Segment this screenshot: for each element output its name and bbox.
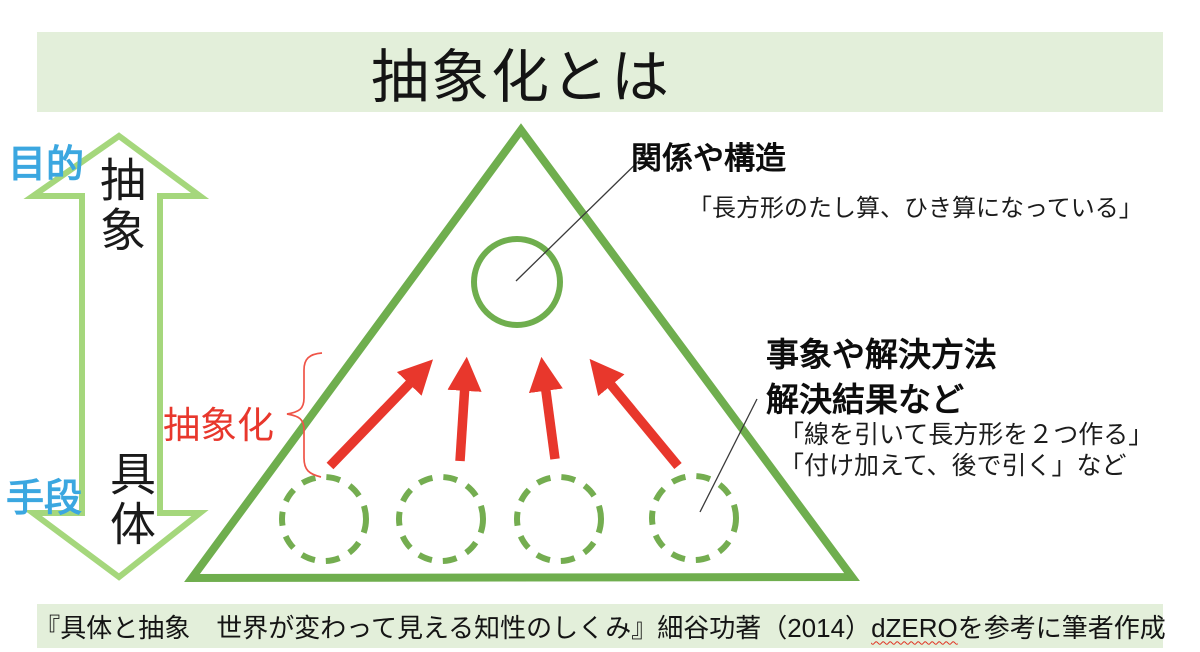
credit-publisher: dZERO: [871, 612, 958, 643]
concrete-circle-3: [514, 474, 604, 564]
callout-top-heading: 関係や構造: [631, 141, 786, 176]
callout-right-heading: 事象や解決方法 解決結果など: [766, 332, 997, 422]
credit-text: 『具体と抽象 世界が変わって見える知性のしくみ』細谷功著（2014）dZEROを…: [34, 608, 1166, 645]
callout-top-quote: 「長方形のたし算、ひき算になっている」: [688, 195, 1143, 222]
purpose-label: 目的: [8, 144, 85, 186]
credit-suffix: を参考に筆者作成: [957, 612, 1166, 643]
credit-prefix: 『具体と抽象 世界が変わって見える知性のしくみ』細谷功著（2014）: [34, 612, 872, 643]
callout-right-heading-line2: 解決結果など: [766, 381, 964, 418]
callout-right-quote-line2: 「付け加えて、後で引く」など: [779, 452, 1127, 480]
callout-line-top: [515, 150, 650, 282]
callout-right-heading-line1: 事象や解決方法: [766, 336, 997, 373]
means-label: 手段: [6, 478, 83, 520]
abstraction-arrow-4: [589, 358, 682, 470]
abstraction-arrow-2: [447, 356, 482, 462]
updown-axis-arrow-shape: [23, 132, 210, 581]
callout-right-quote: 「線を引いて長方形を２つ作る」 「付け加えて、後で引く」など: [779, 420, 1153, 482]
abstraction-arrow-3: [528, 356, 563, 460]
title-banner: [37, 32, 1163, 112]
relation-circle: [471, 236, 563, 328]
callout-line-right: [699, 398, 758, 513]
abstract-label: 抽象: [94, 156, 146, 256]
concrete-label: 具体: [104, 450, 156, 550]
abstraction-brace: [286, 352, 323, 478]
concrete-circle-1: [279, 474, 369, 564]
callout-right-quote-line1: 「線を引いて長方形を２つ作る」: [779, 421, 1154, 449]
triangle-shape: [184, 123, 860, 583]
abstraction-arrow-1: [326, 359, 434, 470]
credit-banner: 『具体と抽象 世界が変わって見える知性のしくみ』細谷功著（2014）dZEROを…: [34, 604, 1166, 648]
concrete-circle-4: [649, 473, 739, 563]
concrete-circle-2: [396, 474, 486, 564]
abstraction-label: 抽象化: [163, 405, 274, 446]
page-title: 抽象化とは: [370, 45, 671, 110]
